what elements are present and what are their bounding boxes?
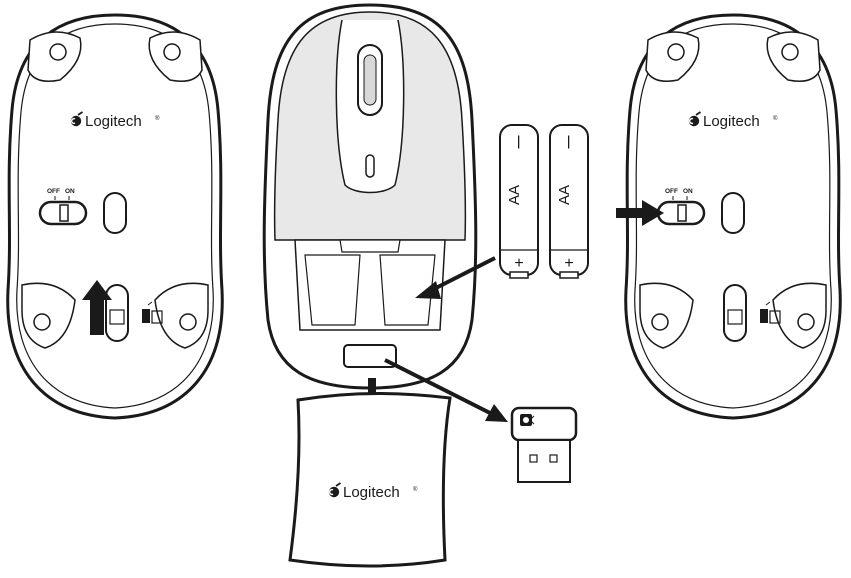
power-switch-slider <box>677 204 687 222</box>
mouse-bottom-view-left: Logitech ® OFF ON <box>6 13 224 420</box>
switch-on-arrow-icon <box>616 200 664 226</box>
battery-type-label: AA <box>506 185 523 205</box>
logitech-logo-text: Logitech <box>85 113 142 130</box>
battery-symbol-icon <box>142 301 163 324</box>
slide-up-arrow-icon <box>82 280 112 335</box>
battery-plus-label: + <box>564 255 573 272</box>
power-switch-slider <box>59 204 69 222</box>
battery-type-label: AA <box>556 185 573 205</box>
receiver-storage-slot <box>343 344 397 368</box>
status-led <box>365 154 375 178</box>
mouse-bottom-view-right: Logitech ® OFF ON <box>624 13 842 420</box>
battery-symbol-icon <box>760 301 781 324</box>
remove-receiver-arrow-icon <box>384 358 508 422</box>
switch-on-label: ON <box>683 188 693 195</box>
battery-minus-label: — <box>512 136 527 149</box>
trademark-mark: ® <box>155 115 160 122</box>
trademark-mark: ® <box>773 115 778 122</box>
battery-cover: Logitech ® <box>288 391 452 568</box>
usb-unifying-receiver <box>510 406 578 483</box>
logitech-logo-text: Logitech <box>343 484 400 501</box>
logitech-logo-text: Logitech <box>703 113 760 130</box>
battery-plus-label: + <box>514 255 523 272</box>
switch-off-label: OFF <box>47 188 60 195</box>
optical-sensor <box>103 192 127 234</box>
trademark-mark: ® <box>413 486 418 493</box>
mouse-top-view-center <box>262 3 478 428</box>
battery-minus-label: — <box>562 136 577 149</box>
insert-batteries-arrow-icon <box>415 256 496 299</box>
optical-sensor <box>721 192 745 234</box>
aa-battery-2: — AA + <box>549 124 589 279</box>
switch-off-label: OFF <box>665 188 678 195</box>
switch-on-label: ON <box>65 188 75 195</box>
aa-battery-1: — AA + <box>499 124 539 279</box>
